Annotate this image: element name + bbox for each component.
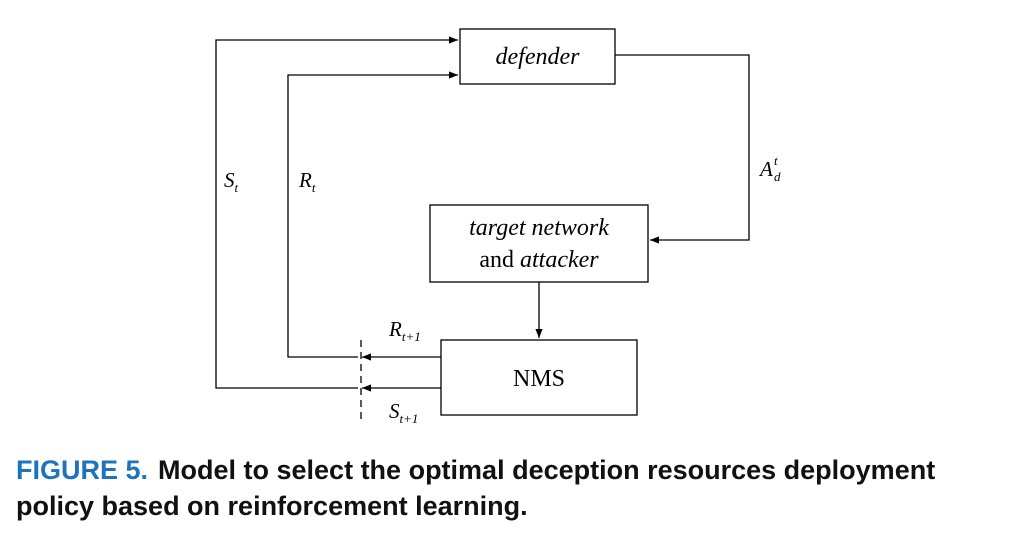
svg-text:d: d xyxy=(774,169,781,184)
reward-feedback-arrow xyxy=(287,71,458,358)
figure-number: FIGURE 5. xyxy=(16,455,149,485)
state-next-label: St+1 xyxy=(389,399,418,426)
action-arrow xyxy=(615,54,750,244)
reward-t-label: Rt xyxy=(298,168,316,195)
defender-box: defender xyxy=(459,28,616,85)
target-network-label: target network xyxy=(469,215,609,241)
svg-text:t: t xyxy=(774,153,778,168)
state-feedback-arrow xyxy=(215,36,458,389)
svg-text:A: A xyxy=(758,157,773,181)
state-t-label: St xyxy=(224,168,239,195)
defender-label: defender xyxy=(496,44,581,70)
figure-caption: FIGURE 5.Model to select the optimal dec… xyxy=(16,452,1001,524)
caption-text: Model to select the optimal deception re… xyxy=(16,455,936,521)
action-label: A t d xyxy=(758,153,781,184)
nms-box: NMS xyxy=(440,339,638,416)
nms-label: NMS xyxy=(513,366,565,392)
reward-next-label: Rt+1 xyxy=(388,317,421,344)
attacker-label: and attacker xyxy=(479,247,599,273)
target-network-box: target network and attacker xyxy=(429,204,649,283)
rl-deployment-diagram: defender target network and attacker NMS… xyxy=(215,28,781,426)
